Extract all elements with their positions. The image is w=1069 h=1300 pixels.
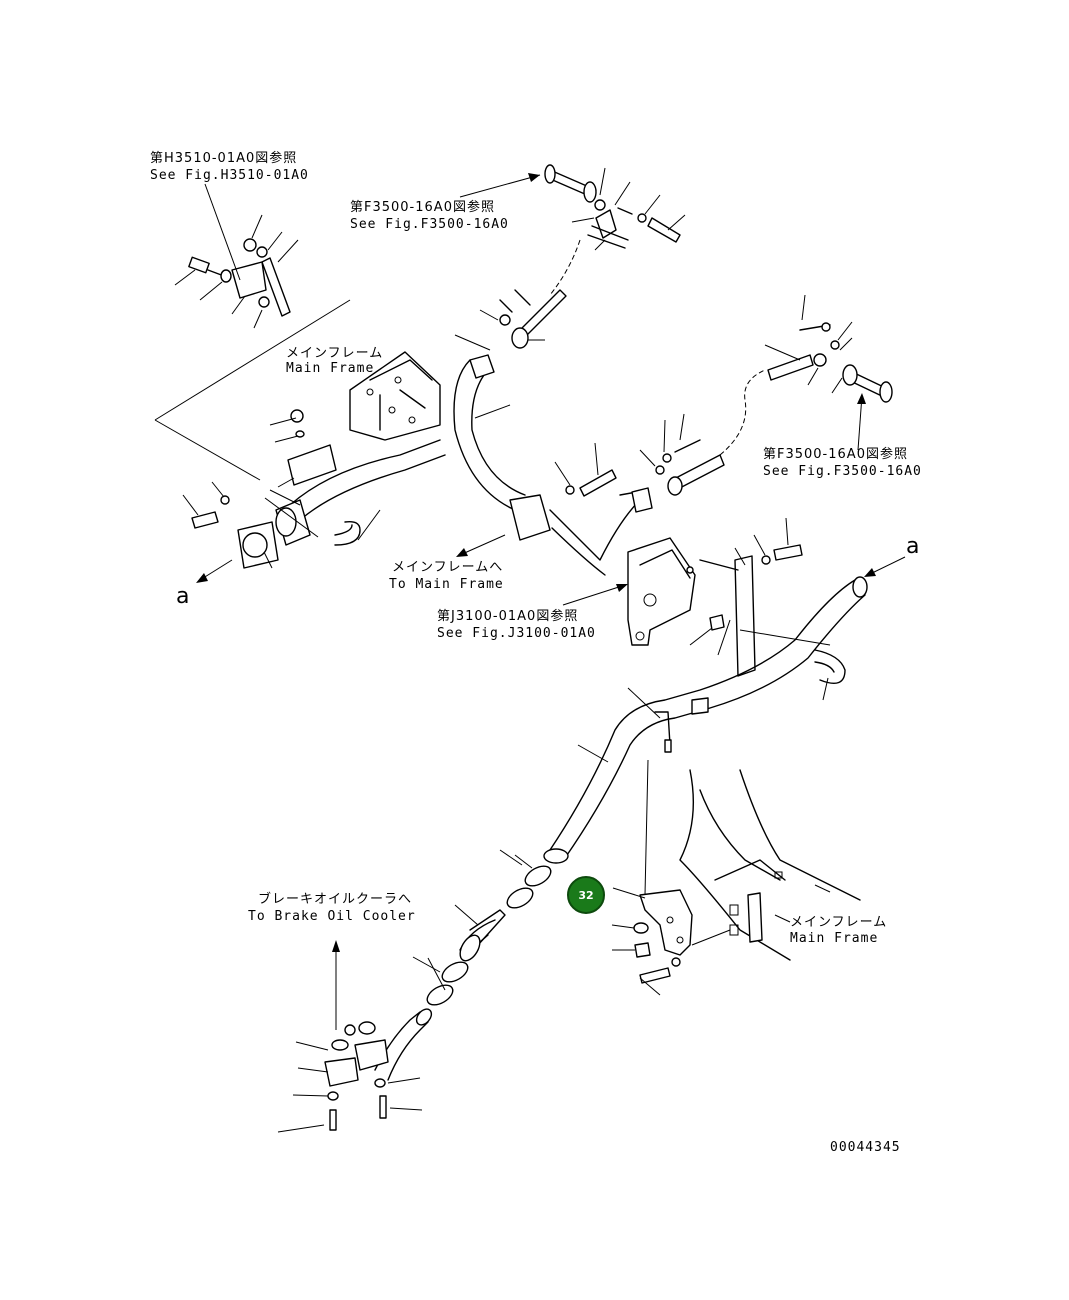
ref-h3510-jp: 第H3510-01A0図参照 <box>150 150 297 166</box>
ref-f3500-top-jp: 第F3500-16A0図参照 <box>350 199 495 215</box>
main-frame-bracket-top <box>349 351 441 441</box>
callout-marker-32[interactable]: 32 <box>567 876 605 914</box>
main-frame-bottom-jp: メインフレーム <box>790 915 887 930</box>
main-frame-bottom <box>679 769 861 961</box>
callout-number[interactable]: 32 <box>578 889 593 902</box>
to-main-frame-jp: メインフレームへ <box>392 560 503 575</box>
ref-j3100-en: See Fig.J3100-01A0 <box>437 626 596 641</box>
main-frame-bottom-en: Main Frame <box>790 931 878 946</box>
section-mark-a-left: a <box>176 584 189 609</box>
to-main-frame-en: To Main Frame <box>389 577 504 592</box>
ref-f3500-top-en: See Fig.F3500-16A0 <box>350 217 509 232</box>
upper-pipe-network <box>289 294 893 576</box>
section-mark-a-right: a <box>906 534 919 559</box>
ref-f3500-right-jp: 第F3500-16A0図参照 <box>763 446 908 462</box>
joint-assembly-top <box>454 164 686 351</box>
bracket-part-32 <box>611 759 731 996</box>
main-frame-top-jp: メインフレーム <box>286 346 383 361</box>
to-brake-cooler-en: To Brake Oil Cooler <box>248 909 416 924</box>
to-brake-cooler-jp: ブレーキオイルクーラへ <box>258 891 412 907</box>
clamp-assembly-top-left <box>174 214 299 329</box>
bracket-j3100 <box>627 517 831 677</box>
left-clamp-components <box>182 409 381 569</box>
callout-circle[interactable] <box>567 876 605 914</box>
ref-j3100-jp: 第J3100-01A0図参照 <box>437 608 578 624</box>
main-lower-pipe <box>543 576 868 864</box>
ref-h3510-en: See Fig.H3510-01A0 <box>150 168 309 183</box>
brake-cooler-hose <box>277 849 552 1133</box>
main-frame-top-en: Main Frame <box>286 361 374 376</box>
reference-arrows <box>154 173 906 1030</box>
ref-f3500-right-en: See Fig.F3500-16A0 <box>763 464 922 479</box>
drawing-number: 00044345 <box>830 1140 901 1155</box>
